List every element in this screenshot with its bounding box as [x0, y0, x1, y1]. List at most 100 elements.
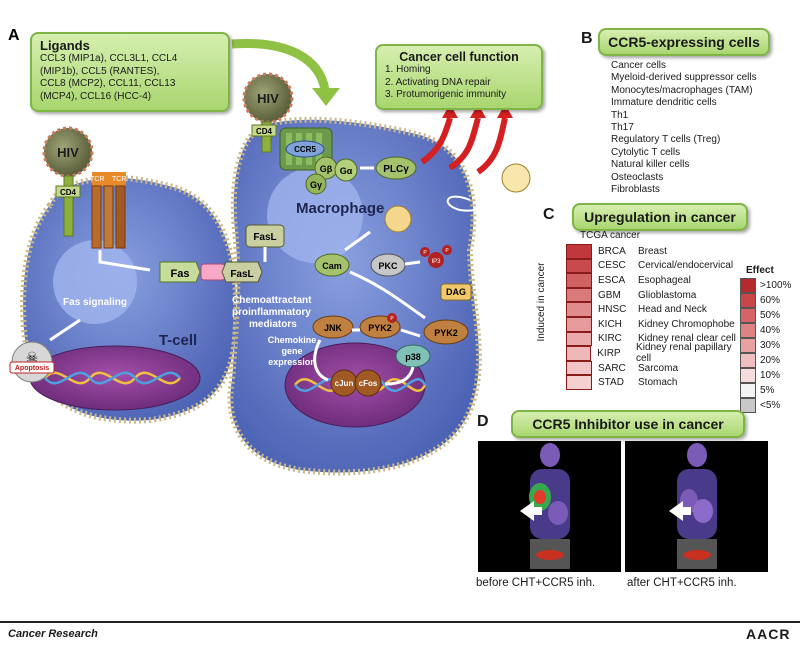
hiv-virus-right: HIV CD4 [242, 72, 294, 153]
tcr-label-1: TCR [90, 176, 104, 183]
cancer-function-title: Cancer cell function [399, 50, 519, 64]
effect-swatch [566, 360, 592, 376]
effect-swatch [566, 331, 592, 347]
chemokine-line-3: expression [268, 357, 316, 367]
ip3-label: IP3 [431, 259, 441, 265]
effect-swatch [566, 258, 592, 274]
inhibitor-title: CCR5 Inhibitor use in cancer [511, 410, 745, 438]
jnk-label: JNK [324, 323, 343, 333]
ligands-line-2: (MIP1b), CCL5 (RANTES), [40, 65, 160, 77]
cjun-label: cJun [335, 379, 354, 388]
hiv-label-left: HIV [57, 145, 79, 160]
ligand-arrow [231, 38, 330, 91]
pet-scan-before [478, 441, 621, 572]
effect-legend-swatch [740, 308, 756, 323]
red-arrows [420, 117, 508, 175]
effect-legend-swatch [740, 383, 756, 398]
caption-after: after CHT+CCR5 inh. [627, 577, 737, 589]
tcr-label-2: TCR [112, 176, 126, 183]
effect-legend-swatch [740, 338, 756, 353]
ccr5-cell-item: Cancer cells [611, 60, 667, 71]
effect-legend-swatch [740, 278, 756, 293]
hiv-label-right: HIV [257, 91, 279, 106]
g-gamma: Gγ [310, 180, 322, 190]
cancer-function-item-2: 2. Activating DNA repair [385, 76, 491, 88]
mediators-line-3: mediators [249, 319, 297, 330]
tcell-nucleus [29, 345, 201, 411]
effect-swatch [566, 302, 592, 317]
footer: Cancer Research AACR [0, 621, 800, 649]
effect-legend-swatch [740, 398, 756, 413]
panel-c-letter: C [543, 206, 555, 223]
ccr5-cell-item: Immature dendritic cells [611, 97, 717, 109]
pkc-label: PKC [378, 261, 398, 271]
ccr5-cell-item: Th1 [611, 109, 629, 121]
effect-legend-swatch [740, 323, 756, 338]
effect-legend-swatch [740, 368, 756, 383]
cd4-label-left: CD4 [60, 188, 77, 197]
mediators-line-1: Chemoattractant [232, 295, 312, 306]
pet-scan-after [625, 441, 768, 572]
effect-legend-swatch [740, 353, 756, 368]
induced-axis-label: Induced in cancer [536, 262, 547, 342]
chemokine-line-2: gene [281, 346, 302, 356]
effect-swatch [566, 316, 592, 332]
upregulation-title: Upregulation in cancer [572, 203, 748, 231]
pyk2-outer-label: PYK2 [434, 328, 458, 338]
skull-icon: ☠ [26, 349, 39, 365]
effect-swatch [566, 273, 592, 288]
caption-before: before CHT+CCR5 inh. [476, 577, 596, 589]
er-structure [446, 179, 490, 212]
panel-a-letter: A [8, 27, 20, 44]
ligands-box: Ligands CCL3 (MIP1a), CCL3L1, CCL4 (MIP1… [30, 32, 230, 112]
ccr5-cell-item: Th17 [611, 122, 634, 134]
ccr5-cell-item: Natural killer cells [611, 159, 690, 171]
ccr5-label: CCR5 [294, 145, 316, 154]
ligands-title: Ligands [40, 38, 90, 53]
svg-text:P: P [390, 316, 394, 322]
cd4-label-right: CD4 [256, 127, 273, 136]
fasl-inner: FasL [253, 232, 276, 243]
effect-title: Effect [746, 265, 774, 276]
ccr5-cell-item: Fibroblasts [611, 184, 660, 196]
macrophage-label: Macrophage [296, 200, 384, 217]
effect-swatch [566, 244, 592, 259]
pyk2-inner-label: PYK2 [368, 323, 392, 333]
fas-signaling-zone [53, 240, 137, 324]
effect-swatch [566, 346, 592, 361]
ccr5-cells-title: CCR5-expressing cells [598, 28, 770, 56]
mediators-line-2: proinflammatory [232, 307, 311, 318]
ligands-line-4: (MCP4), CCL16 (HCC-4) [40, 90, 152, 102]
fas-label: Fas [171, 268, 190, 280]
effect-legend: >100% 60% 50% 40% 30% 20% 10% 5% <5% [740, 278, 800, 413]
chemokine-line-1: Chemokine [268, 335, 317, 345]
ccr5-cell-item: Monocytes/macrophages (TAM) [611, 84, 753, 96]
g-beta: Gβ [320, 164, 333, 174]
tcell-label: T-cell [159, 332, 197, 349]
arrow-icon [669, 501, 691, 521]
svg-text:P: P [423, 250, 427, 256]
svg-text:P: P [445, 248, 449, 254]
panel-b-letter: B [581, 30, 593, 47]
tcr-receptor: TCR TCR [90, 172, 126, 249]
ccr5-cell-item: Regulatory T cells (Treg) [611, 134, 721, 146]
g-alpha: Gα [340, 166, 353, 176]
arrow-icon [520, 501, 542, 521]
ccr5-cell-item: Osteoclasts [611, 171, 664, 183]
dag-label: DAG [446, 287, 466, 297]
plc-gamma: PLCγ [383, 164, 409, 175]
cancer-function-item-1: 1. Homing [385, 64, 431, 75]
ligands-line-1: CCL3 (MIP1a), CCL3L1, CCL4 [40, 53, 178, 64]
ccr5-cell-item: Myeloid-derived suppressor cells [611, 72, 757, 84]
apoptosis-label: Apoptosis [15, 365, 49, 372]
effect-legend-swatch [740, 293, 756, 308]
